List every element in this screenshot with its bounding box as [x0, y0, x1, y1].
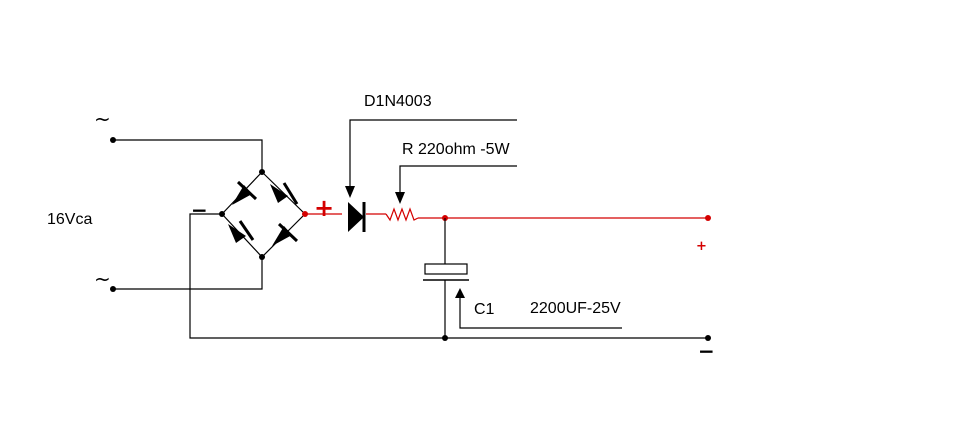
- bridge-plus-sign: +: [314, 194, 334, 222]
- negative-rail-wire: [189, 213, 708, 339]
- capacitor-leader-line: [459, 296, 622, 329]
- capacitor-plate-positive: [424, 263, 468, 275]
- bridge-minus-sign: −: [191, 198, 208, 222]
- ac-symbol-bottom: ~: [94, 267, 111, 291]
- output-minus-sign: −: [698, 339, 715, 363]
- resistor-leader-arrow: [395, 192, 405, 204]
- resistor-leader-line: [399, 165, 517, 200]
- bridge-diode-bottom-left: [228, 220, 255, 243]
- ac-symbol-top: ~: [94, 107, 111, 131]
- capacitor-ref-label: C1: [474, 301, 495, 318]
- ac-wire-bottom: [113, 257, 263, 290]
- output-plus-sign: +: [696, 239, 707, 254]
- series-diode: [348, 202, 366, 232]
- bridge-rectifier: [221, 171, 306, 258]
- capacitor-value-label: 2200UF-25V: [530, 300, 621, 317]
- output-terminal-negative: [705, 335, 711, 341]
- resistor: [385, 207, 419, 222]
- resistor-label: R 220ohm -5W: [402, 141, 510, 158]
- bridge-diode-top-right: [270, 182, 299, 205]
- output-terminal-positive: [705, 215, 711, 221]
- diode-leader-arrow: [345, 186, 355, 198]
- bridge-diode-bottom-right: [272, 222, 299, 246]
- bridge-diode-top-left: [232, 180, 258, 205]
- ac-wire-top: [113, 139, 263, 172]
- diode-leader-line: [349, 119, 517, 195]
- diode-label: D1N4003: [364, 93, 432, 110]
- bridge-node-bottom: [259, 254, 265, 260]
- bridge-node-top: [259, 169, 265, 175]
- capacitor-node-negative: [442, 335, 448, 341]
- input-voltage-label: 16Vca: [47, 211, 92, 228]
- capacitor-leader-arrow: [455, 288, 465, 298]
